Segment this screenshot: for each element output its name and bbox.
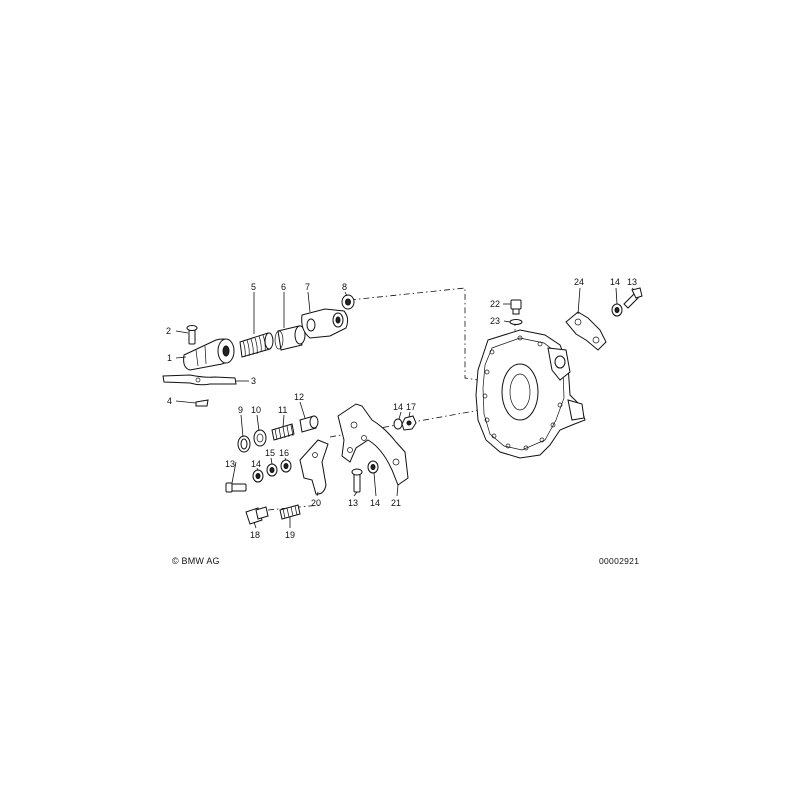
label-part-13-middle: 13 (348, 498, 358, 508)
label-part-11: 11 (278, 405, 287, 415)
part-17-nut (401, 415, 417, 431)
label-part-2: 2 (166, 326, 171, 336)
part-labels: 2 1 3 4 5 6 7 8 9 10 11 12 13 14 15 16 1… (166, 277, 637, 540)
part-23-seal-ring (509, 319, 523, 325)
label-part-23: 23 (490, 316, 500, 326)
housing-bolt-holes (482, 335, 563, 451)
part-4-clip (195, 399, 209, 407)
part-14d-washer (611, 303, 623, 317)
part-11-small-spring (271, 423, 295, 441)
part-24-bracket (565, 311, 607, 351)
label-part-4: 4 (167, 396, 172, 406)
label-part-14-right: 14 (610, 277, 620, 287)
drawing-number: 00002921 (599, 556, 640, 566)
label-part-20: 20 (311, 498, 321, 508)
label-part-6: 6 (281, 282, 286, 292)
part-14b-washer (393, 418, 403, 430)
part-12-detent-pin (299, 415, 319, 433)
label-part-14-upper: 14 (393, 402, 403, 412)
part-5-coil-spring (239, 332, 274, 358)
label-part-7: 7 (305, 282, 310, 292)
part-9-circlip (237, 435, 251, 453)
label-part-14-middle: 14 (370, 498, 380, 508)
part-19-spring (279, 504, 301, 520)
copyright-notice: © BMW AG (172, 556, 220, 566)
label-part-21: 21 (391, 498, 401, 508)
part-13b-bolt (351, 468, 363, 493)
gearbox-housing (475, 329, 586, 459)
leader-lines (175, 287, 635, 529)
label-part-9: 9 (238, 405, 243, 415)
part-2-pin (186, 325, 198, 345)
label-part-24: 24 (574, 277, 584, 287)
label-part-18: 18 (250, 530, 260, 540)
part-8-bushing (341, 294, 355, 310)
part-7-lever (301, 308, 349, 339)
label-part-15: 15 (265, 448, 275, 458)
label-part-1: 1 (167, 353, 172, 363)
part-22-screw (510, 299, 522, 315)
label-part-12: 12 (294, 392, 304, 402)
label-part-8: 8 (342, 282, 347, 292)
part-1-shaft-housing (183, 338, 235, 371)
part-15-washer (266, 463, 278, 477)
label-part-10: 10 (251, 405, 261, 415)
label-part-17: 17 (406, 402, 416, 412)
part-13a-bolt (225, 482, 247, 493)
label-part-5: 5 (251, 282, 256, 292)
label-part-19: 19 (285, 530, 295, 540)
part-14a-washer (252, 469, 264, 483)
part-13c-bolt (623, 287, 643, 309)
label-part-13-right: 13 (627, 277, 637, 287)
label-part-13-left: 13 (225, 459, 235, 469)
part-20-interlock-lever (299, 439, 329, 495)
part-10-ring (253, 429, 267, 447)
part-18-threaded-plug (245, 506, 269, 525)
label-part-3: 3 (251, 376, 256, 386)
part-6-sleeve (274, 325, 306, 351)
part-3-flat-plate (162, 374, 237, 386)
label-part-16: 16 (279, 448, 289, 458)
label-part-22: 22 (490, 299, 500, 309)
label-part-14-left: 14 (251, 459, 261, 469)
part-14c-washer (367, 460, 379, 474)
part-16-bushing (280, 459, 292, 473)
